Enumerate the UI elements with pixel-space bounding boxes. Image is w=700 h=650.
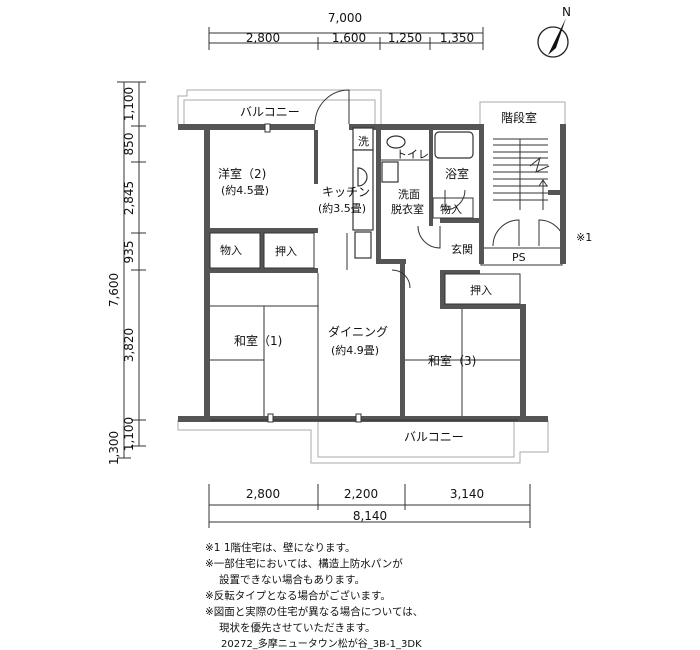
note-line-1: ※1 1階住宅は、壁になります。 <box>205 542 356 554</box>
balcony-top-outline <box>177 89 382 124</box>
left-dimension-4: 935 <box>122 241 136 264</box>
japanese-room-3-label: 和室（3) <box>428 353 476 368</box>
laundry-label: 洗 <box>358 135 369 148</box>
stairwell-label: 階段室 <box>501 110 537 125</box>
dining-label: ダイニング <box>328 324 388 339</box>
stove-icon <box>354 231 372 259</box>
storage-wash-label: 物入 <box>440 202 462 216</box>
note-line-5: ※図面と実際の住宅が異なる場合については、 <box>205 606 424 618</box>
top-dimension-3: 1,250 <box>388 31 422 45</box>
top-total-dimension: 7,000 <box>328 11 362 25</box>
sink-icon <box>357 167 368 187</box>
north-compass-icon: N <box>537 5 571 58</box>
stairwell <box>479 101 566 266</box>
entrance-label: 玄関 <box>451 242 473 256</box>
closet-3-label: 押入 <box>470 283 492 297</box>
top-dimension-1: 2,800 <box>246 31 280 45</box>
bottom-dimension-1: 2,800 <box>246 487 280 501</box>
washroom-label-1: 洗面 <box>398 188 420 201</box>
left-dimension-lines <box>117 81 146 459</box>
left-dimension-3: 2,845 <box>122 181 136 215</box>
left-dimension-2: 850 <box>122 133 136 156</box>
toilet-label: トイレ <box>396 148 429 161</box>
tatami-lines <box>209 232 521 416</box>
washbasin-icon <box>381 161 399 183</box>
balcony-bottom-label: バルコニー <box>404 430 464 444</box>
washroom-label-2: 脱衣室 <box>391 202 424 216</box>
plan-caption: 20272_多摩ニュータウン松が谷_3B-1_3DK <box>221 639 422 650</box>
note-line-2: ※一部住宅においては、構造上防水パンが <box>205 558 403 570</box>
walls <box>178 124 566 422</box>
bathroom-label: 浴室 <box>445 166 469 181</box>
note-line-4: ※反転タイプとなる場合がございます。 <box>205 590 391 602</box>
japanese-room-1-label: 和室（1) <box>234 333 282 348</box>
closet-1-label: 押入 <box>275 244 297 258</box>
compass-north-label: N <box>562 5 571 19</box>
notes: ※1 1階住宅は、壁になります。 ※一部住宅においては、構造上防水パンが 設置で… <box>205 540 423 636</box>
note-marker-label: ※1 <box>576 231 592 244</box>
toilet-icon <box>386 135 406 149</box>
western-room-label: 洋室（2) <box>218 166 266 181</box>
bathtub-icon <box>434 131 474 159</box>
note-line-6: 現状を優先させていただきます。 <box>219 622 376 634</box>
western-room-area: (約4.5畳) <box>221 183 269 197</box>
left-dimension-6: 1,100 <box>122 417 136 451</box>
top-dimension-2: 1,600 <box>332 31 366 45</box>
left-dimension-1: 1,100 <box>122 87 136 121</box>
ps-label: PS <box>512 251 526 264</box>
bottom-total-dimension: 8,140 <box>353 509 387 523</box>
balcony-top-label: バルコニー <box>240 105 300 119</box>
storage-1-label: 物入 <box>220 243 242 257</box>
note-line-3: 設置できない場合もあります。 <box>219 574 365 586</box>
doors <box>210 89 518 423</box>
bottom-dimension-2: 2,200 <box>344 487 378 501</box>
fixtures <box>352 127 474 259</box>
balcony-bottom-outline <box>177 420 549 464</box>
dining-area: (約4.9畳) <box>331 343 379 357</box>
left-total-dimension: 7,600 <box>107 273 121 307</box>
top-dimension-4: 1,350 <box>440 31 474 45</box>
left-outer-bottom-dimension: 1,300 <box>107 431 121 465</box>
left-dimension-5: 3,820 <box>122 328 136 362</box>
kitchen-area: (約3.5畳) <box>318 201 366 215</box>
bottom-dimension-lines <box>208 484 531 528</box>
top-dimension-lines <box>208 27 484 50</box>
bottom-dimension-3: 3,140 <box>450 487 484 501</box>
kitchen-label: キッチン <box>322 185 370 199</box>
